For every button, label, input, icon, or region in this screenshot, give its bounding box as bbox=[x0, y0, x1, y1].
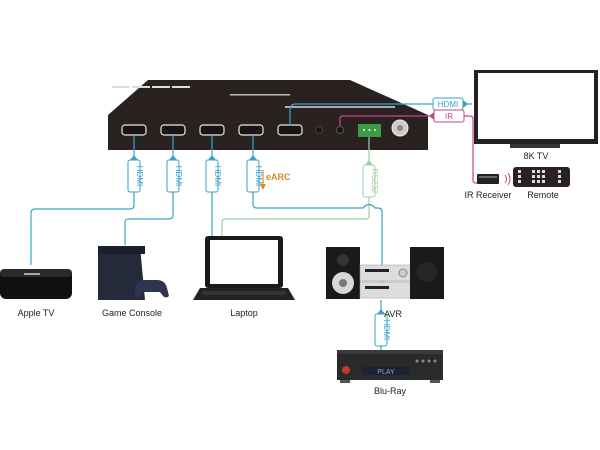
tv-icon bbox=[474, 70, 598, 148]
game-console-label: Game Console bbox=[102, 308, 162, 318]
ir-receiver-icon bbox=[477, 174, 499, 184]
laptop-label: Laptop bbox=[230, 308, 258, 318]
hdmi-line-apple-tv bbox=[30, 135, 135, 265]
svg-text:eARC: eARC bbox=[266, 172, 291, 182]
hdmi-switcher-icon bbox=[108, 80, 428, 150]
apple-tv-icon bbox=[0, 269, 72, 299]
hdmi-line-tv bbox=[289, 103, 472, 125]
bluray-label: Blu-Ray bbox=[374, 386, 407, 396]
hdmi-badge-game-console: HDMI bbox=[166, 155, 183, 193]
svg-text:RS232: RS232 bbox=[370, 169, 379, 194]
svg-text:HDMI: HDMI bbox=[135, 166, 144, 186]
remote-label: Remote bbox=[527, 190, 559, 200]
svg-text:HDMI: HDMI bbox=[254, 166, 263, 186]
hdmi-badge-bluray: HDMI bbox=[374, 309, 391, 347]
hdmi-badge-avr-earc: HDMI bbox=[246, 155, 263, 193]
hdmi-line-avr bbox=[252, 135, 383, 290]
remote-icon bbox=[513, 167, 570, 187]
rs232-badge: RS232 bbox=[362, 160, 379, 198]
rs232-line bbox=[221, 137, 370, 238]
svg-text:HDMI: HDMI bbox=[438, 100, 458, 109]
tv-label: 8K TV bbox=[524, 151, 549, 161]
svg-text:IR: IR bbox=[445, 112, 453, 121]
avr-speakers-icon bbox=[326, 247, 444, 299]
hdmi-line-game-console bbox=[124, 135, 174, 245]
game-console-icon bbox=[98, 246, 169, 300]
apple-tv-label: Apple TV bbox=[18, 308, 55, 318]
svg-text:HDMI: HDMI bbox=[382, 320, 391, 340]
bluray-player-icon: PLAY bbox=[337, 350, 443, 383]
ir-badge: IR bbox=[429, 109, 465, 123]
avr-label: AVR bbox=[384, 309, 402, 319]
laptop-icon bbox=[193, 236, 295, 300]
svg-text:HDMI: HDMI bbox=[174, 166, 183, 186]
hdmi-badge-tv: HDMI bbox=[432, 97, 468, 111]
hdmi-badge-apple-tv: HDMI bbox=[127, 155, 144, 193]
svg-text:PLAY: PLAY bbox=[377, 369, 395, 376]
ir-line bbox=[339, 115, 478, 184]
hdmi-badge-laptop: HDMI bbox=[205, 155, 222, 193]
ir-receiver-label: IR Receiver bbox=[464, 190, 511, 200]
earc-label: eARC bbox=[260, 170, 291, 190]
svg-text:HDMI: HDMI bbox=[213, 166, 222, 186]
